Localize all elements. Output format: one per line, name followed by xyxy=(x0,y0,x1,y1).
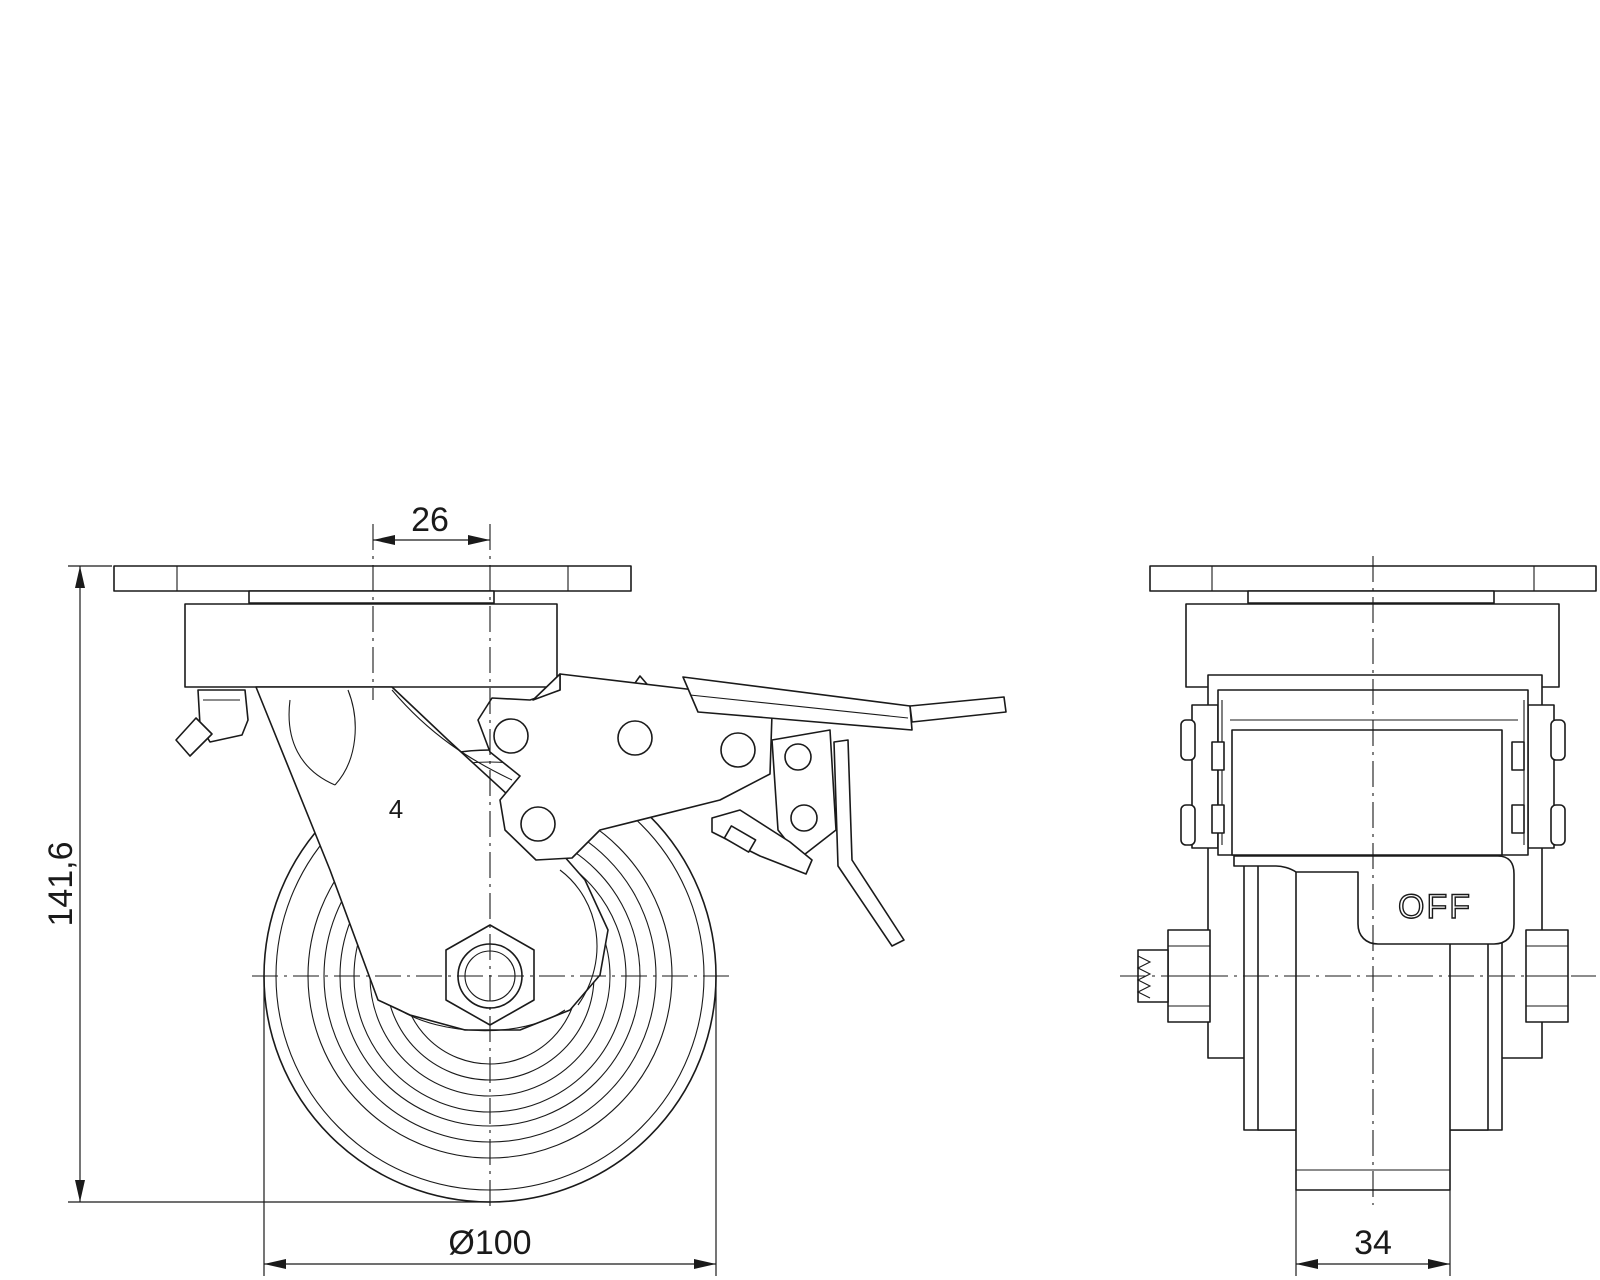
brake-linkage xyxy=(477,673,1007,947)
brake-off-label: OFF xyxy=(1398,888,1472,926)
dimension-141-6 xyxy=(68,565,490,1203)
dimension-diameter-100 xyxy=(263,976,717,1276)
dimension-26-label: 26 xyxy=(411,501,449,539)
dimension-26 xyxy=(373,535,490,545)
dimension-141-6-label: 141,6 xyxy=(42,841,80,926)
grease-nipple xyxy=(175,689,249,757)
part-number-label: 4 xyxy=(389,794,403,824)
side-view: 4 xyxy=(42,501,1007,1276)
side-swivel-housing xyxy=(184,603,558,688)
dimension-34 xyxy=(1295,1190,1451,1276)
dimension-diameter-label: Ø100 xyxy=(448,1224,531,1262)
brake-shoe xyxy=(1233,855,1515,945)
front-view: OFF 34 xyxy=(1120,556,1597,1276)
dimension-34-label: 34 xyxy=(1354,1224,1392,1262)
